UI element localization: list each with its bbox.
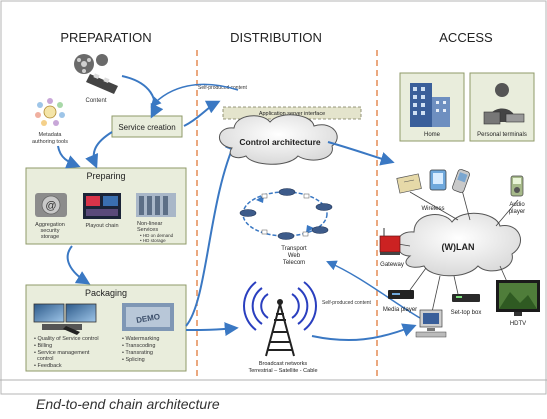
person-terminal-icon (483, 83, 525, 125)
link-phone (461, 189, 471, 221)
wireless-label: Wireless (421, 206, 444, 212)
transport-ring-icon (239, 188, 333, 240)
section-preparation: PREPARATION (60, 30, 151, 45)
pack-right-bullet-2: • Transcoding (122, 343, 155, 349)
watermark-icon: DEMO (122, 303, 174, 331)
set-top-box-icon (452, 294, 480, 302)
svg-text:@: @ (45, 200, 56, 212)
link-pc (431, 275, 441, 313)
mobile-phone-icon (452, 169, 470, 193)
broadcast-line1: Broadcast networks (259, 361, 308, 367)
storage-disk-icon: @ (35, 193, 67, 217)
playout-chain-label: Playout chain (85, 223, 118, 229)
nonlinear-bullet-2: • HD storage (140, 238, 166, 243)
pack-right-bullet-1: • Watermarking (122, 336, 160, 342)
control-architecture-label: Control architecture (239, 137, 321, 147)
arrow-content-to-service (121, 75, 164, 119)
pack-left-bullet-3: • Service management (34, 350, 90, 356)
preparing-title: Preparing (86, 171, 125, 181)
svg-text:DEMO: DEMO (135, 312, 160, 325)
link-wireless (409, 191, 459, 221)
web-label: Web (288, 253, 301, 259)
gateway-router-icon (379, 228, 401, 255)
hdtv-label: HDTV (510, 321, 526, 327)
nonlinear-line2: Services (137, 227, 158, 233)
figure-caption: End-to-end chain architecture (36, 396, 220, 412)
wlan-label: (W)LAN (442, 242, 475, 252)
pack-left-bullet-2: • Billing (34, 343, 52, 349)
telecom-label: Telecom (283, 260, 305, 266)
arrow-self-produced-top (150, 83, 239, 108)
arrow-preparing-to-packaging (66, 245, 91, 285)
aggregation-line3: storage (41, 234, 59, 240)
server-room-icon (136, 193, 176, 217)
arrow-service-to-dist (183, 100, 221, 127)
aggregation-line2: security (41, 228, 60, 234)
arrow-self-produced-bottom (326, 260, 421, 319)
link-media-player (409, 267, 427, 291)
home-label: Home (424, 132, 441, 138)
control-cloud-icon (219, 114, 338, 165)
audio-label-line2: player (509, 209, 525, 215)
metadata-label-line1: Metadata (39, 132, 63, 138)
transport-label: Transport (281, 246, 307, 252)
nonlinear-line1: Non-linear (137, 221, 163, 227)
audio-label-line1: Audio (509, 202, 525, 208)
personal-terminals-label: Personal terminals (477, 132, 527, 138)
content-label: Content (85, 98, 106, 104)
film-reel-icon (74, 54, 118, 94)
self-produced-top-label: Self-produced content (198, 85, 248, 91)
packaging-title: Packaging (85, 288, 127, 298)
media-player-icon (388, 290, 414, 299)
media-player-label: Media player (383, 307, 417, 313)
arrow-control-to-access (327, 141, 395, 166)
wireless-pda-icon (429, 169, 447, 191)
pack-left-bullet-3b: control (37, 356, 54, 362)
aggregation-line1: Aggregation (35, 222, 65, 228)
hdtv-icon (496, 280, 540, 316)
link-audio (495, 199, 519, 227)
broadcast-line2: Terrestrial – Satellite - Cable (248, 368, 317, 374)
link-set-top-box (453, 275, 459, 295)
audio-player-icon (510, 175, 524, 197)
monitors-icon (33, 303, 97, 335)
pack-left-bullet-4: • Feedback (34, 363, 62, 369)
app-server-interface-label: Application server interface (259, 111, 325, 117)
broadcast-tower-icon (243, 281, 317, 357)
pack-right-bullet-3: • Transrating (122, 350, 153, 356)
set-top-box-label: Set-top box (451, 310, 482, 316)
arrow-service-to-preparing (85, 131, 113, 169)
wlan-cloud-icon (396, 212, 522, 277)
service-creation-box (111, 115, 183, 138)
playout-chain-icon (83, 193, 121, 219)
arrow-packaging-to-control (185, 137, 238, 327)
pack-right-bullet-4: • Splicing (122, 357, 145, 363)
desktop-pc-icon (415, 309, 447, 338)
section-access: ACCESS (439, 30, 493, 45)
gateway-label: Gateway (380, 262, 404, 268)
self-produced-bottom-label: Self-produced content (322, 300, 372, 306)
section-distribution: DISTRIBUTION (230, 30, 322, 45)
arrow-packaging-to-broadcast (185, 322, 239, 337)
wireless-tablet-icon (396, 173, 422, 194)
service-creation-label: Service creation (118, 123, 175, 132)
pack-left-bullet-1: • Quality of Service control (34, 336, 99, 342)
metadata-tools-icon (35, 98, 65, 126)
nonlinear-bullet-1: • HD on demand (140, 233, 174, 238)
building-icon (410, 83, 450, 127)
metadata-label-line2: authoring tools (32, 139, 68, 145)
arrow-metadata-to-preparing (57, 145, 81, 169)
arrow-broadcast-to-access (311, 323, 417, 342)
